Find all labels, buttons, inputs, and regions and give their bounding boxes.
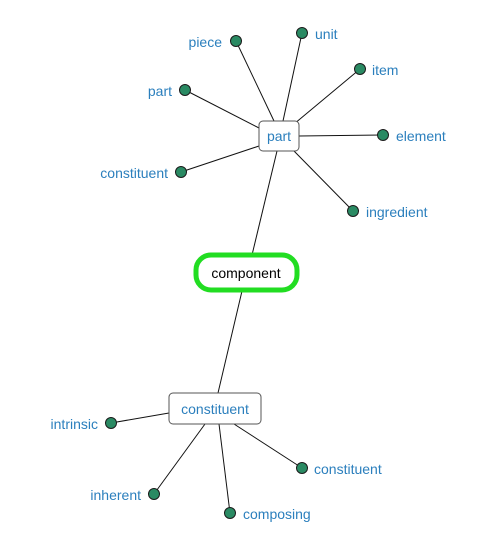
leaf-piece[interactable]: piece xyxy=(189,34,242,50)
leaf-composing[interactable]: composing xyxy=(224,506,311,522)
edge-constituent-inherent xyxy=(153,423,206,495)
edge-center-part xyxy=(251,150,278,256)
leaf-dot[interactable] xyxy=(296,462,308,474)
leaf-label[interactable]: piece xyxy=(189,34,223,50)
hub-label[interactable]: part xyxy=(267,128,291,144)
leaf-label[interactable]: intrinsic xyxy=(51,416,98,432)
leaf-label[interactable]: constituent xyxy=(100,165,168,181)
hub-box[interactable] xyxy=(258,120,300,152)
leaf-label[interactable]: unit xyxy=(315,26,338,42)
leaf-ingredient[interactable]: ingredient xyxy=(347,204,428,220)
edge-center-constituent xyxy=(217,290,243,394)
edge-part-ingredient xyxy=(293,150,354,212)
hub-node-part[interactable]: part xyxy=(258,120,300,152)
leaf-dot[interactable] xyxy=(175,166,187,178)
leaf-dot[interactable] xyxy=(296,27,308,39)
leaf-part[interactable]: part xyxy=(148,83,191,99)
leaf-label[interactable]: item xyxy=(372,62,398,78)
hub-node-constituent[interactable]: constituent xyxy=(168,392,262,425)
leaf-inherent[interactable]: inherent xyxy=(90,487,160,503)
leaf-unit[interactable]: unit xyxy=(296,26,338,42)
edge-constituent-constituent xyxy=(233,423,303,469)
edge-part-constituent xyxy=(180,145,260,173)
leaf-label[interactable]: ingredient xyxy=(366,204,428,220)
leaf-label[interactable]: constituent xyxy=(314,461,382,477)
graph-edges xyxy=(110,32,384,514)
edge-part-unit xyxy=(282,32,303,122)
edge-part-item xyxy=(293,68,361,125)
leaf-label[interactable]: element xyxy=(396,128,446,144)
leaf-dot[interactable] xyxy=(148,488,160,500)
center-label[interactable]: component xyxy=(211,265,280,281)
center-node[interactable]: component xyxy=(193,252,300,293)
edge-part-piece xyxy=(235,40,275,122)
leaf-dot[interactable] xyxy=(179,84,191,96)
leaf-constituent-2[interactable]: constituent xyxy=(296,461,382,477)
leaf-label[interactable]: inherent xyxy=(90,487,141,503)
leaf-constituent[interactable]: constituent xyxy=(100,165,187,181)
leaf-dot[interactable] xyxy=(105,417,117,429)
hub-label[interactable]: constituent xyxy=(181,401,249,417)
leaf-dot[interactable] xyxy=(347,205,359,217)
leaf-element[interactable]: element xyxy=(377,128,446,144)
hub-box[interactable] xyxy=(168,392,262,425)
edge-constituent-composing xyxy=(218,423,231,514)
leaf-dot[interactable] xyxy=(354,63,366,75)
edge-part-element xyxy=(298,134,384,137)
leaf-dot[interactable] xyxy=(230,35,242,47)
leaf-label[interactable]: part xyxy=(148,83,172,99)
leaf-dot[interactable] xyxy=(224,507,236,519)
leaf-intrinsic[interactable]: intrinsic xyxy=(51,416,117,432)
center-box[interactable] xyxy=(193,252,300,293)
leaf-dot[interactable] xyxy=(377,129,389,141)
leaf-label[interactable]: composing xyxy=(243,506,311,522)
edge-constituent-intrinsic xyxy=(110,412,170,424)
leaf-item[interactable]: item xyxy=(354,62,399,78)
edge-part-part xyxy=(184,89,260,129)
